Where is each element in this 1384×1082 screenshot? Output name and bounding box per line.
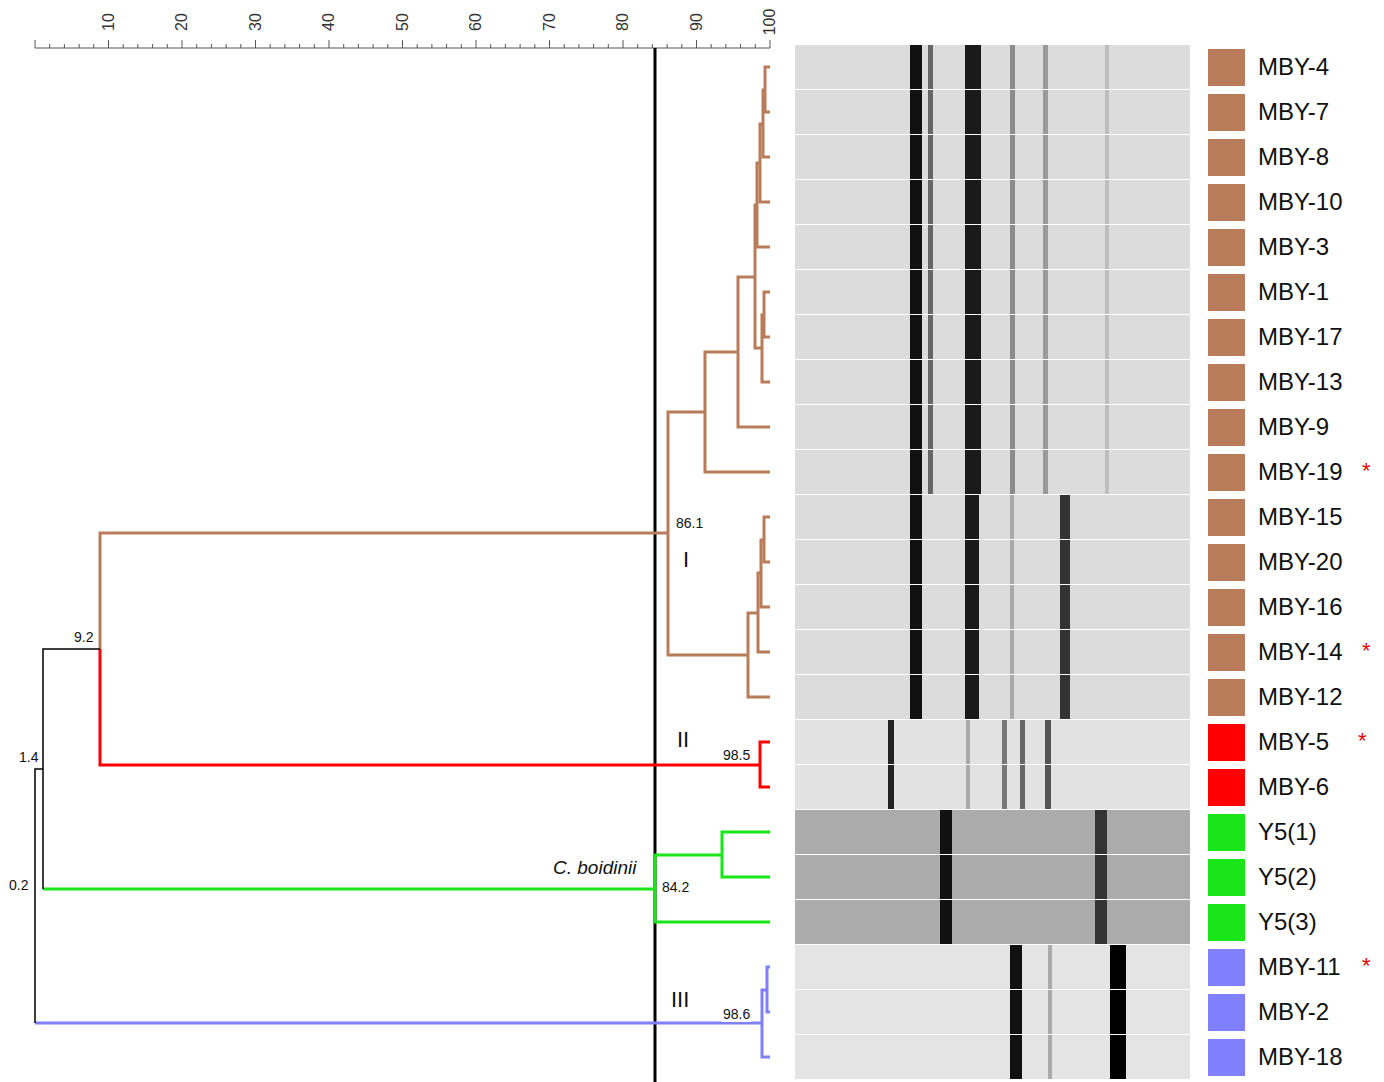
legend-swatch (1208, 454, 1245, 491)
root-tree (35, 649, 100, 1023)
strain-label: MBY-14 (1258, 639, 1343, 665)
strain-label: MBY-13 (1258, 369, 1343, 395)
legend-swatch (1208, 904, 1245, 941)
strain-label: Y5(3) (1258, 909, 1317, 935)
c-boidinii-tree (43, 832, 770, 922)
legend-swatch (1208, 364, 1245, 401)
strain-label: MBY-11 (1258, 954, 1341, 980)
axis-tick-label: 10 (100, 13, 118, 31)
strain-label: MBY-9 (1258, 414, 1329, 440)
strain-label: MBY-20 (1258, 549, 1343, 575)
legend-swatch (1208, 634, 1245, 671)
species-label: C. boidinii (552, 858, 637, 879)
legend-swatch (1208, 229, 1245, 266)
legend-swatch (1208, 679, 1245, 716)
strain-label: MBY-17 (1258, 324, 1343, 350)
axis-tick-label: 80 (614, 13, 632, 31)
similarity-value: 84.2 (661, 880, 690, 895)
legend-swatch (1208, 994, 1245, 1031)
legend-swatch (1208, 859, 1245, 896)
axis-tick-label: 30 (247, 13, 265, 31)
similarity-value: 0.2 (8, 878, 29, 893)
cut-line (654, 48, 657, 1082)
strain-label: MBY-2 (1258, 999, 1329, 1025)
strain-label: MBY-12 (1258, 684, 1343, 710)
legend-swatch (1208, 949, 1245, 986)
strain-label: MBY-7 (1258, 99, 1329, 125)
cluster-ii-tree (100, 649, 770, 787)
axis-tick-label: 100 (761, 9, 779, 36)
axis (35, 40, 770, 48)
strain-label: MBY-1 (1258, 279, 1329, 305)
cluster-iii-tree (35, 967, 770, 1057)
legend-swatch (1208, 1039, 1245, 1076)
legend-swatch (1208, 184, 1245, 221)
legend-swatch (1208, 814, 1245, 851)
strain-label: Y5(2) (1258, 864, 1317, 890)
axis-tick-label: 70 (541, 13, 559, 31)
strain-label: MBY-10 (1258, 189, 1343, 215)
similarity-value: 9.2 (73, 630, 94, 645)
legend-swatch (1208, 94, 1245, 131)
legend-swatch (1208, 724, 1245, 761)
strain-label: Y5(1) (1258, 819, 1317, 845)
axis-tick-label: 50 (394, 13, 412, 31)
axis-tick-label: 90 (688, 13, 706, 31)
legend-swatch (1208, 544, 1245, 581)
axis-tick-label: 40 (320, 13, 338, 31)
strain-label: MBY-8 (1258, 144, 1329, 170)
asterisk-mark: * (1362, 639, 1371, 663)
axis-tick-label: 20 (173, 13, 191, 31)
similarity-value: 98.6 (722, 1007, 751, 1022)
asterisk-mark: * (1362, 954, 1371, 978)
similarity-value: 1.4 (18, 750, 39, 765)
cluster-i-tree (100, 67, 770, 697)
cluster-number: III (670, 988, 690, 1012)
legend-swatch (1208, 274, 1245, 311)
strain-label: MBY-19 (1258, 459, 1343, 485)
legend-swatch (1208, 49, 1245, 86)
legend-swatch (1208, 769, 1245, 806)
gel-image (795, 45, 1190, 1079)
legend-swatch (1208, 319, 1245, 356)
cluster-number: I (682, 548, 690, 572)
legend-swatch (1208, 409, 1245, 446)
strain-label: MBY-5 (1258, 729, 1329, 755)
strain-label: MBY-15 (1258, 504, 1343, 530)
asterisk-mark: * (1362, 459, 1371, 483)
asterisk-mark: * (1358, 729, 1367, 753)
similarity-value: 86.1 (675, 516, 704, 531)
strain-label: MBY-6 (1258, 774, 1329, 800)
strain-label: MBY-16 (1258, 594, 1343, 620)
legend-swatch (1208, 589, 1245, 626)
strain-label: MBY-4 (1258, 54, 1329, 80)
similarity-value: 98.5 (722, 748, 751, 763)
strain-label: MBY-3 (1258, 234, 1329, 260)
cluster-number: II (676, 728, 690, 752)
legend-swatch (1208, 139, 1245, 176)
legend-swatch (1208, 499, 1245, 536)
axis-tick-label: 60 (467, 13, 485, 31)
strain-label: MBY-18 (1258, 1044, 1343, 1070)
